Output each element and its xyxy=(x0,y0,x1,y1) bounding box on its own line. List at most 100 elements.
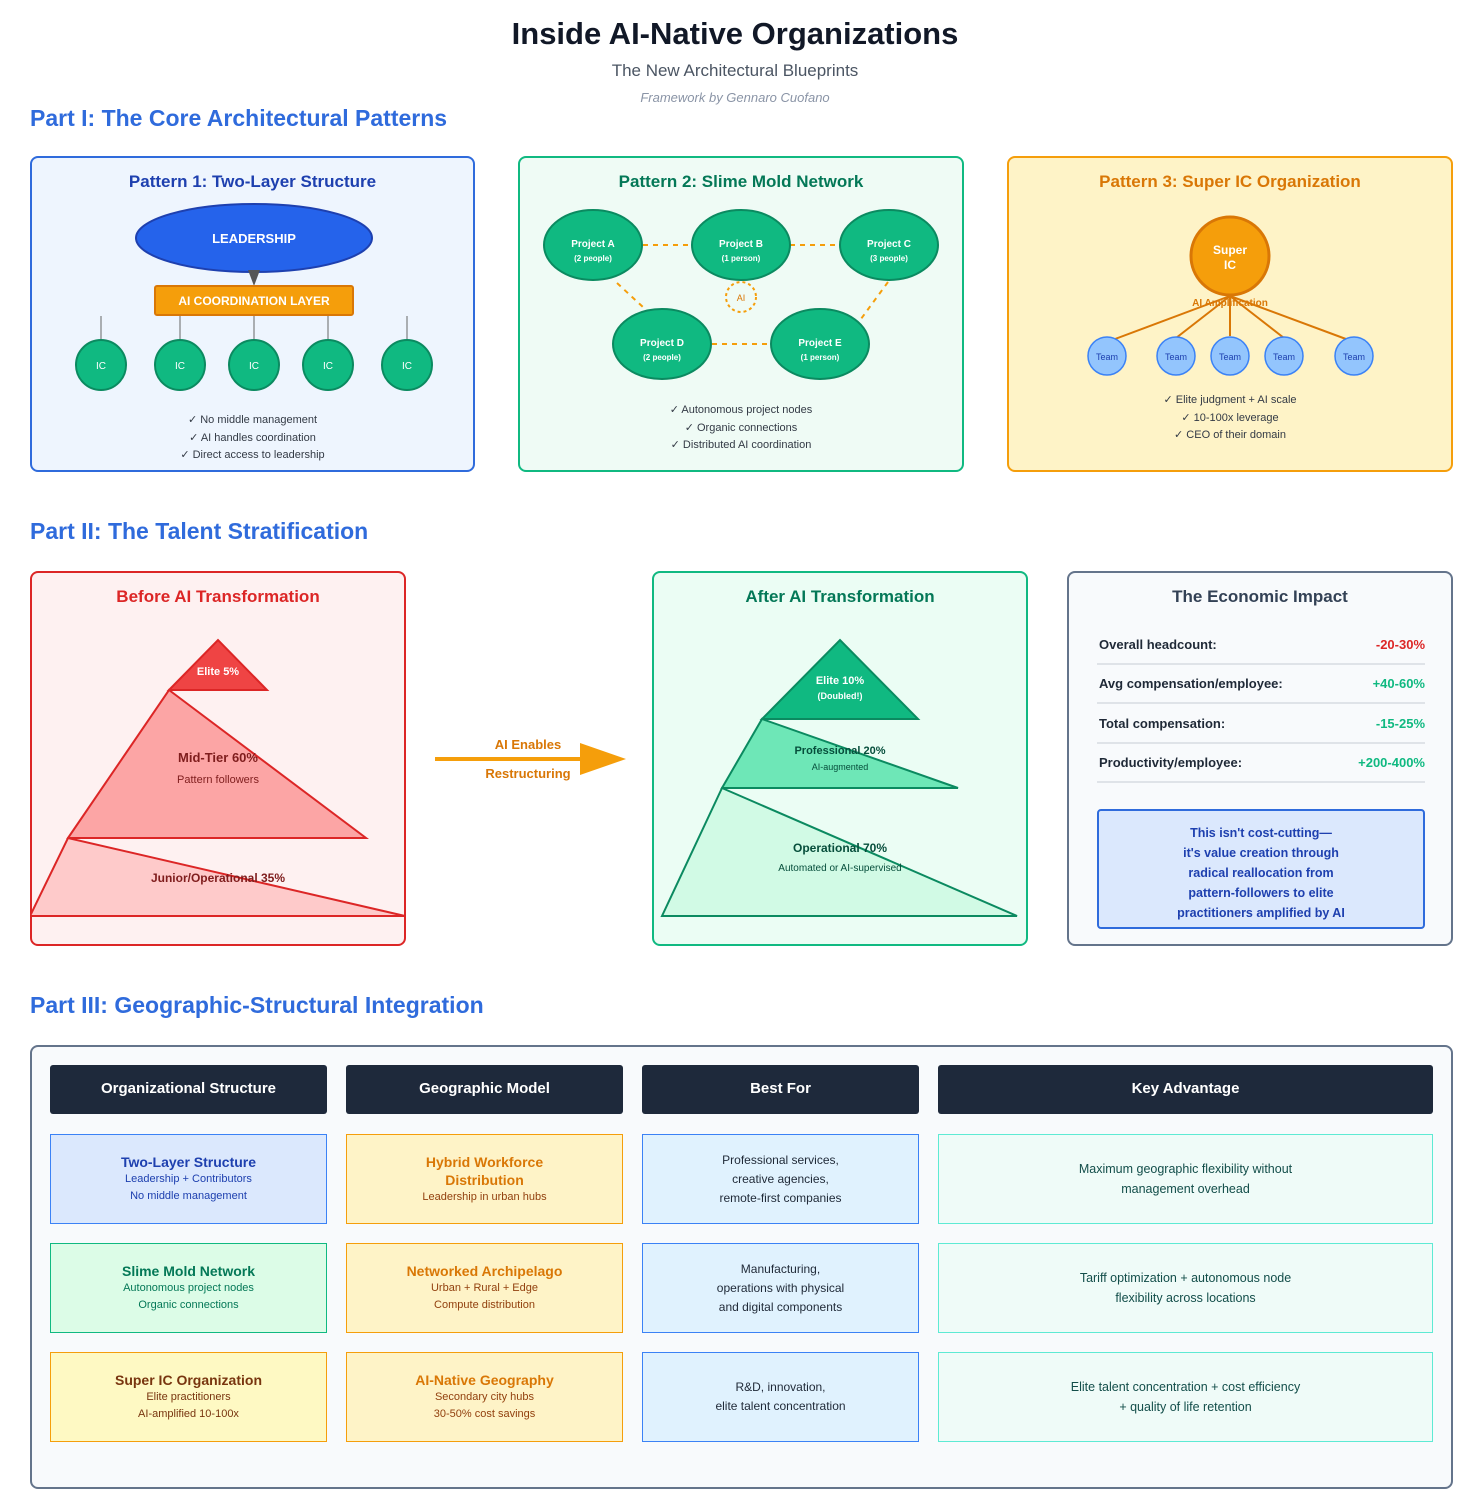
junior-tier xyxy=(30,836,406,917)
table-cell-best-for: R&D, innovation, elite talent concentrat… xyxy=(642,1352,919,1442)
callout-line: pattern-followers to elite xyxy=(1188,886,1334,900)
ic-label: IC xyxy=(249,361,259,372)
value-creation-callout: This isn't cost-cutting— it's value crea… xyxy=(1097,809,1425,929)
pattern3-title: Pattern 3: Super IC Organization xyxy=(1099,172,1361,191)
pattern1-card: Pattern 1: Two-Layer Structure LEADERSHI… xyxy=(30,156,475,472)
arrow-label: AI Enables xyxy=(495,737,561,752)
svg-text:Team: Team xyxy=(1219,352,1241,362)
operational-tier xyxy=(660,786,1018,917)
column-header: Organizational Structure xyxy=(50,1065,327,1114)
ai-hub-circle xyxy=(725,281,757,313)
svg-text:(2 people): (2 people) xyxy=(574,254,612,263)
ai-hub-label: AI xyxy=(737,293,746,303)
project-node: Project A (2 people) xyxy=(543,209,643,281)
cell-line: Leadership + Contributors xyxy=(125,1173,252,1185)
svg-text:Project D: Project D xyxy=(640,338,684,349)
cell-line: No middle management xyxy=(130,1190,247,1202)
pattern3-checklist: ✓ Elite judgment + AI scale ✓ 10-100x le… xyxy=(1009,392,1451,445)
coordination-layer-label: AI COORDINATION LAYER xyxy=(178,294,330,308)
operational-sublabel: Automated or AI-supervised xyxy=(778,863,901,874)
team-node: Team xyxy=(1087,336,1127,376)
column-header: Best For xyxy=(642,1065,919,1114)
table-cell-structure: Super IC Organization Elite practitioner… xyxy=(50,1352,327,1442)
project-node: Project D (2 people) xyxy=(612,308,712,380)
cell-line: + quality of life retention xyxy=(1119,1400,1252,1414)
svg-text:(1 person): (1 person) xyxy=(801,353,840,362)
ic-node: IC xyxy=(75,339,127,391)
economic-title: The Economic Impact xyxy=(1172,587,1348,606)
professional-tier xyxy=(720,717,959,789)
cell-line: Compute distribution xyxy=(434,1299,535,1311)
after-title: After AI Transformation xyxy=(745,587,935,606)
column-header: Key Advantage xyxy=(938,1065,1433,1114)
team-node: Team xyxy=(1264,336,1304,376)
cell-line: R&D, innovation, xyxy=(735,1380,826,1394)
check-item: ✓ CEO of their domain xyxy=(1174,429,1286,441)
amplification-lines xyxy=(1106,295,1355,343)
table-cell-geo: Hybrid Workforce Distribution Leadership… xyxy=(346,1134,623,1224)
cell-line: creative agencies, xyxy=(732,1171,829,1186)
super-ic-circle xyxy=(1189,215,1271,297)
project-node: Project C (3 people) xyxy=(839,209,939,281)
table-cell-geo: AI-Native Geography Secondary city hubs … xyxy=(346,1352,623,1442)
check-item: ✓ Direct access to leadership xyxy=(180,449,325,461)
leadership-arrow-head xyxy=(248,270,260,286)
svg-text:Project B: Project B xyxy=(719,239,763,250)
table-cell-structure: Slime Mold Network Autonomous project no… xyxy=(50,1243,327,1333)
pattern3-card: Pattern 3: Super IC Organization Super I… xyxy=(1007,156,1453,472)
before-title: Before AI Transformation xyxy=(116,587,320,606)
pattern1-checklist: ✓ No middle management ✓ AI handles coor… xyxy=(32,412,473,465)
ic-node: IC xyxy=(228,339,280,391)
callout-line: radical reallocation from xyxy=(1188,866,1334,880)
team-node: Team xyxy=(1156,336,1196,376)
pattern2-card: Pattern 2: Slime Mold Network AI Project… xyxy=(518,156,964,472)
cell-line: AI-amplified 10-100x xyxy=(138,1408,239,1420)
check-item: ✓ Autonomous project nodes xyxy=(669,404,813,416)
econ-label: Total compensation: xyxy=(1099,716,1226,731)
check-item: ✓ Elite judgment + AI scale xyxy=(1163,394,1297,406)
check-item: ✓ 10-100x leverage xyxy=(1181,411,1279,424)
cell-title: Networked Archipelago xyxy=(406,1263,563,1279)
elite-sublabel: (Doubled!) xyxy=(818,691,863,701)
table-cell-advantage: Maximum geographic flexibility without m… xyxy=(938,1134,1433,1224)
ic-label: IC xyxy=(402,361,412,372)
cell-line: Secondary city hubs xyxy=(434,1391,535,1403)
cell-line: elite talent concentration xyxy=(715,1399,846,1413)
ic-connectors xyxy=(100,316,408,340)
callout-line: practitioners amplified by AI xyxy=(1177,906,1345,920)
ic-node: IC xyxy=(302,339,354,391)
table-cell-best-for: Manufacturing, operations with physical … xyxy=(642,1243,919,1333)
check-item: ✓ Organic connections xyxy=(684,421,798,434)
econ-row: Productivity/employee: +200-400% xyxy=(1097,749,1425,783)
project-node: Project E (1 person) xyxy=(770,308,870,380)
amplification-label: AI Amplification xyxy=(1192,298,1268,309)
econ-label: Productivity/employee: xyxy=(1099,755,1243,770)
mid-tier xyxy=(66,688,369,839)
svg-text:(2 people): (2 people) xyxy=(643,353,681,362)
econ-value: +200-400% xyxy=(1358,755,1425,770)
professional-sublabel: AI-augmented xyxy=(812,762,869,772)
two-layer-diagram: LEADERSHIP AI COORDINATION LAYER IC IC I… xyxy=(75,203,433,391)
econ-row: Overall headcount: -20-30% xyxy=(1097,631,1425,665)
transformation-arrow: AI Enables Restructuring xyxy=(435,737,626,781)
table-cell-advantage: Tariff optimization + autonomous node fl… xyxy=(938,1243,1433,1333)
econ-label: Overall headcount: xyxy=(1099,637,1217,652)
cell-line: Elite practitioners xyxy=(146,1391,231,1403)
super-ic-label: Super xyxy=(1213,243,1247,257)
cell-line: Leadership in urban hubs xyxy=(422,1190,547,1203)
econ-value: -15-25% xyxy=(1375,716,1425,731)
super-ic-label: IC xyxy=(1224,258,1236,272)
svg-text:Project C: Project C xyxy=(867,239,911,250)
page-title: Inside AI-Native Organizations xyxy=(511,16,959,51)
slime-mold-diagram: AI Project A (2 people) Project B (1 per… xyxy=(543,209,939,380)
page-subtitle: The New Architectural Blueprints xyxy=(611,61,859,80)
cell-line: Elite talent concentration + cost effici… xyxy=(1070,1380,1301,1394)
pattern1-title: Pattern 1: Two-Layer Structure xyxy=(128,172,377,191)
junior-label: Junior/Operational 35% xyxy=(151,871,285,885)
svg-text:Project E: Project E xyxy=(798,338,842,349)
svg-text:(1 person): (1 person) xyxy=(722,254,761,263)
ic-label: IC xyxy=(323,361,333,372)
part3-heading: Part III: Geographic-Structural Integrat… xyxy=(30,992,484,1018)
cell-title: Distribution xyxy=(445,1171,524,1188)
elite-label: Elite 10% xyxy=(816,675,865,687)
